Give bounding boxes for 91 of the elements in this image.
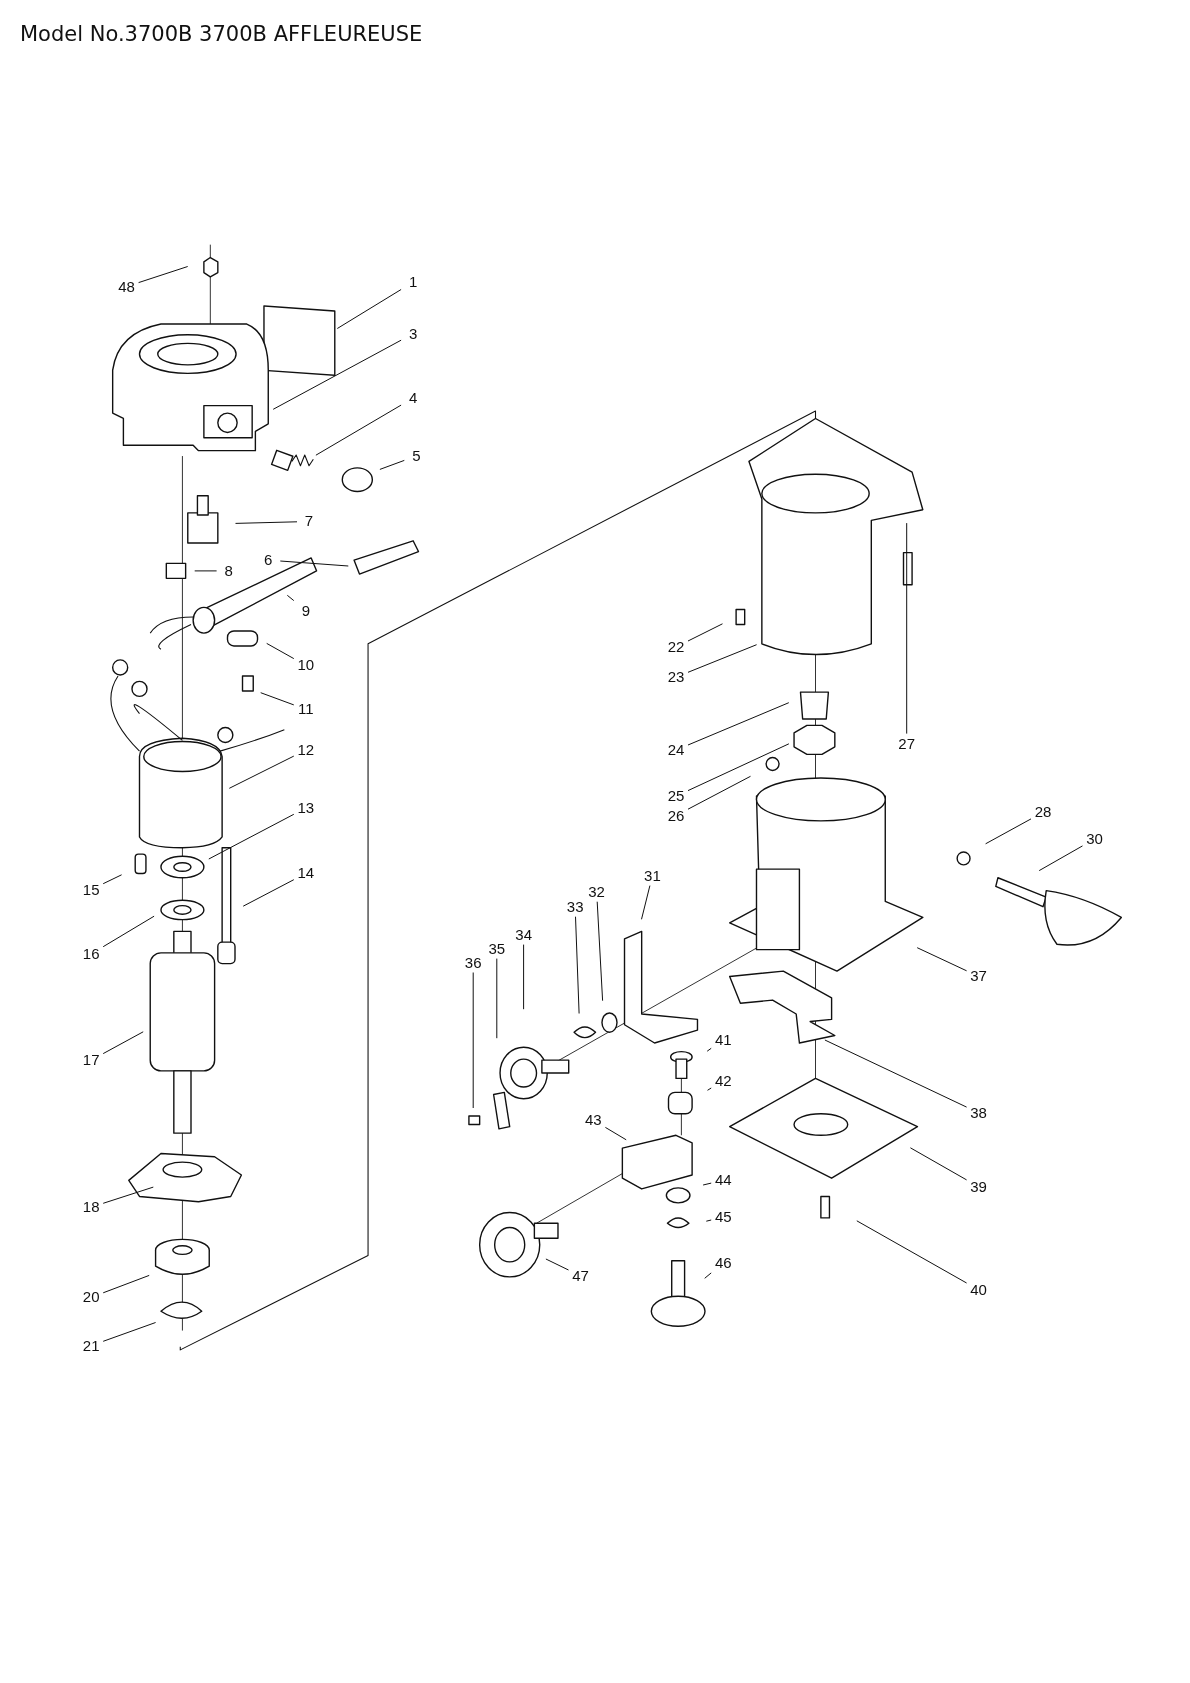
- callout-number: 4: [408, 390, 418, 407]
- callout-number: 44: [714, 1172, 732, 1189]
- callout-number: 13: [297, 800, 315, 816]
- callout-number: 47: [572, 1267, 589, 1284]
- leader-line: [906, 522, 908, 735]
- leader-line: [856, 1220, 968, 1284]
- leader-line: [194, 570, 218, 572]
- callout-number: 45: [714, 1208, 732, 1225]
- leader-line: [706, 1047, 712, 1052]
- callout-number: 18: [82, 1199, 100, 1216]
- callout-number: 41: [714, 1031, 732, 1048]
- leader-line: [102, 1274, 150, 1294]
- leader-line: [596, 901, 604, 1002]
- leader-line: [279, 560, 349, 567]
- callout-number: 21: [82, 1337, 100, 1354]
- callout-number: 7: [304, 513, 314, 530]
- callout-number: 12: [297, 742, 315, 759]
- callout-number: 14: [297, 865, 315, 882]
- callout-number: 26: [667, 807, 685, 824]
- callout-number: 16: [82, 945, 100, 962]
- callout-number: 30: [1086, 831, 1103, 848]
- leader-line: [472, 972, 474, 1109]
- leader-line: [266, 642, 295, 660]
- callout-number: 15: [82, 881, 100, 898]
- callout-number: 11: [298, 701, 314, 718]
- leader-line: [641, 885, 651, 920]
- callout-number: 28: [1034, 804, 1052, 821]
- leader-line: [138, 266, 189, 284]
- callout-number: 40: [970, 1281, 987, 1298]
- callout-number: 8: [224, 562, 233, 579]
- leader-line: [272, 339, 402, 410]
- leader-line: [102, 915, 155, 948]
- callout-number: 10: [297, 657, 315, 674]
- leader-line: [985, 818, 1032, 845]
- leader-line: [102, 1322, 157, 1342]
- callout-number: 43: [585, 1112, 602, 1129]
- leader-line: [228, 755, 295, 789]
- callout-number: 35: [488, 940, 506, 957]
- callout-number: 33: [566, 898, 584, 915]
- leader-line: [916, 947, 968, 972]
- leader-line: [315, 404, 402, 456]
- leader-line: [242, 879, 295, 907]
- leader-line: [102, 1186, 154, 1204]
- leader-line: [909, 1147, 968, 1181]
- callout-number: 9: [301, 602, 310, 619]
- callout-number: 5: [412, 448, 421, 465]
- callout-number: 34: [515, 926, 532, 943]
- leader-line: [260, 692, 295, 706]
- leader-line: [575, 916, 580, 1014]
- leader-line: [705, 1219, 712, 1222]
- leader-line: [523, 944, 525, 1010]
- leader-line: [208, 813, 295, 860]
- callout-number: 3: [408, 325, 418, 342]
- callout-number: 42: [714, 1072, 732, 1089]
- title: Model No.3700B 3700B AFFLEUREUSE: [20, 22, 423, 46]
- leader-line: [687, 743, 790, 792]
- leader-line: [707, 1087, 712, 1091]
- leader-line: [545, 1258, 569, 1271]
- callout-number: 6: [264, 552, 273, 569]
- callout-number: 37: [970, 968, 987, 985]
- leader-line: [702, 1182, 712, 1186]
- leader-line: [687, 702, 790, 746]
- callout-number: 48: [118, 278, 135, 295]
- leader-line: [1038, 845, 1083, 872]
- callout-number: 46: [714, 1254, 732, 1271]
- callout-number: 36: [464, 954, 482, 971]
- leader-line: [687, 623, 723, 642]
- callout-number: 39: [970, 1178, 987, 1195]
- leader-line: [824, 1039, 968, 1108]
- leader-line: [604, 1126, 627, 1141]
- callout-number: 23: [667, 669, 685, 686]
- callout-number: 24: [667, 742, 685, 759]
- callout-number: 38: [970, 1104, 987, 1121]
- leader-line: [379, 459, 405, 470]
- callout-number: 22: [667, 639, 685, 656]
- callout-number: 20: [82, 1289, 100, 1306]
- callout-number: 17: [82, 1052, 100, 1069]
- callout-number: 25: [667, 788, 685, 805]
- callout-number: 31: [644, 867, 661, 884]
- leader-line: [496, 958, 498, 1039]
- leader-line: [336, 289, 402, 329]
- callout-number: 1: [408, 274, 418, 291]
- leader-line: [687, 644, 758, 673]
- leader-line: [704, 1272, 712, 1279]
- leader-line: [286, 594, 295, 602]
- callout-number: 32: [588, 883, 605, 900]
- callout-number: 27: [898, 735, 916, 752]
- leader-line: [102, 874, 123, 885]
- leader-line: [235, 521, 298, 524]
- leader-line: [102, 1031, 144, 1055]
- leader-line: [687, 775, 751, 810]
